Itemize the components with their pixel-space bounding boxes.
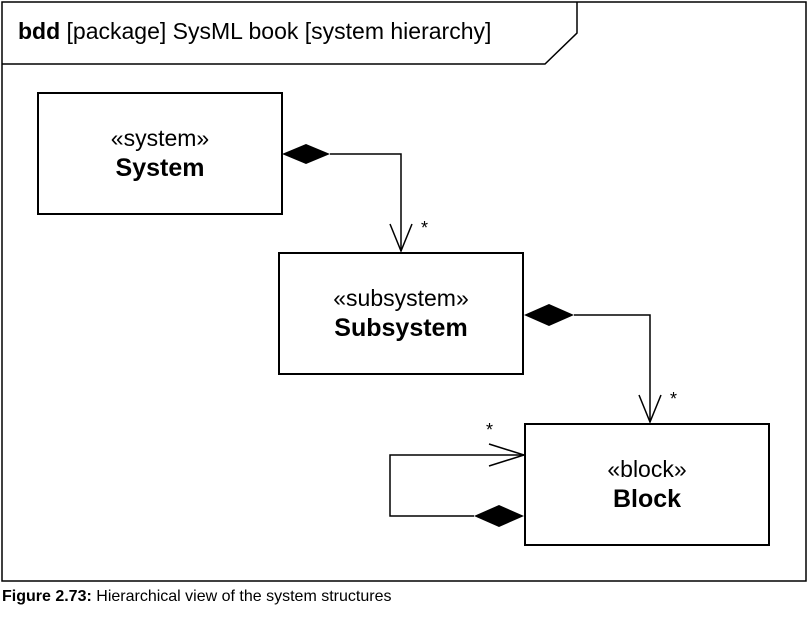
block-stereotype: «system»: [110, 124, 210, 151]
composition-system-subsystem: [282, 144, 413, 253]
figure-number: Figure 2.73:: [2, 588, 92, 605]
composite-diamond: [524, 304, 574, 326]
navigable-arrowhead: [389, 223, 413, 253]
block-name: Subsystem: [334, 313, 468, 342]
frame-header-tab: [2, 2, 578, 65]
block-name: System: [115, 153, 205, 182]
figure-caption: Figure 2.73: Hierarchical view of the sy…: [2, 588, 391, 606]
diagram-name: [package] SysML book [system hierarchy]: [66, 18, 492, 44]
block-subsystem[interactable]: «subsystem» Subsystem: [278, 252, 524, 375]
block-block[interactable]: «block» Block: [524, 423, 770, 546]
multiplicity-label: *: [486, 420, 494, 440]
block-name: Block: [612, 484, 682, 513]
block-system[interactable]: «system» System: [37, 92, 283, 215]
diagram-frame: [1, 1, 807, 582]
composition-subsystem-block: [524, 304, 662, 424]
navigable-arrowhead: [638, 394, 662, 424]
composite-diamond: [474, 505, 524, 527]
composition-block-self: [389, 443, 527, 527]
figure-caption-text: Hierarchical view of the system structur…: [96, 588, 392, 605]
block-stereotype: «subsystem»: [333, 284, 469, 311]
diagram-kind: bdd: [18, 18, 61, 44]
frame-title: bdd [package] SysML book [system hierarc…: [18, 18, 491, 45]
block-stereotype: «block»: [607, 455, 687, 482]
multiplicity-label: *: [421, 218, 429, 238]
composite-diamond: [282, 144, 330, 164]
multiplicity-label: *: [670, 389, 678, 409]
